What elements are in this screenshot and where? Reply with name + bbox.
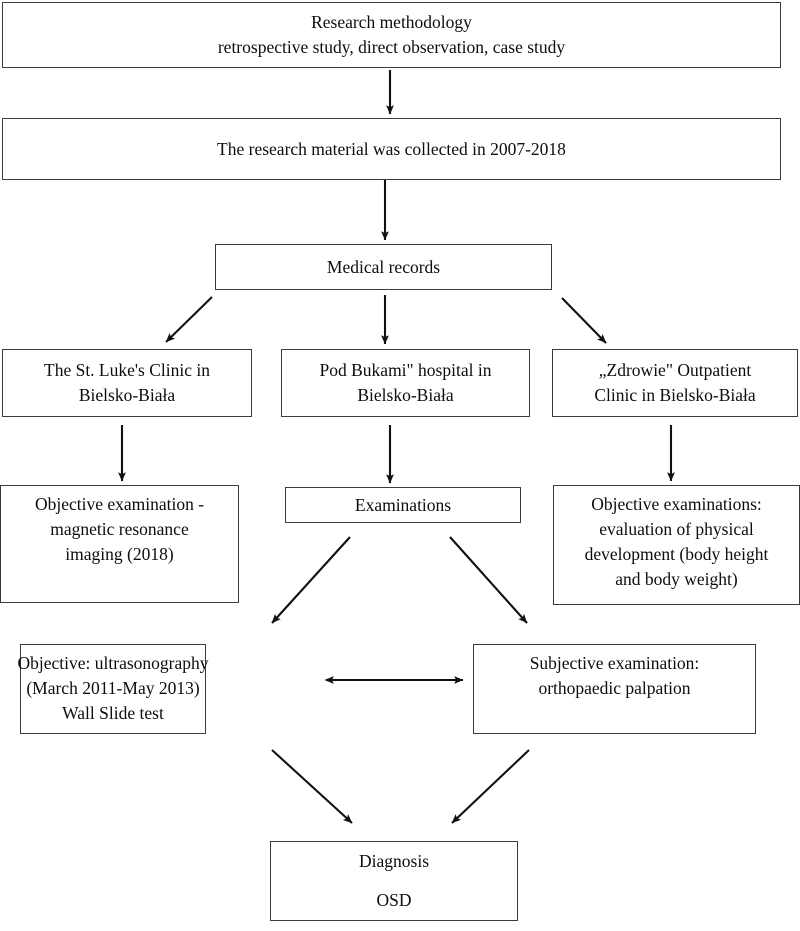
node-objective-usg[interactable]: Objective: ultrasonography (March 2011-M… (17, 644, 209, 734)
node-clinic-pod-bukami-line-1: Pod Bukami" hospital in (319, 360, 492, 381)
node-research-methodology[interactable]: Research methodology retrospective study… (2, 2, 781, 68)
edge-examinations-to-usg (271, 536, 351, 624)
node-clinic-zdrowie-line-2: Clinic in Bielsko-Biała (594, 385, 756, 405)
node-objective-physical-line-2: evaluation of physical (599, 518, 754, 539)
node-clinic-luke[interactable]: The St. Luke's Clinic in Bielsko-Biała (2, 349, 252, 417)
node-clinic-zdrowie-line-1: „Zdrowie" Outpatient (598, 360, 752, 381)
node-objective-physical-line-3: development (body height (584, 543, 769, 564)
edge-usg-to-diagnosis (271, 749, 353, 824)
edge-examinations-to-subjective (449, 536, 528, 624)
node-examinations[interactable]: Examinations (285, 487, 521, 523)
node-research-material-line-1: The research material was collected in 2… (217, 138, 566, 159)
node-clinic-pod-bukami[interactable]: Pod Bukami" hospital in Bielsko-Biała (281, 349, 530, 417)
node-clinic-zdrowie[interactable]: „Zdrowie" Outpatient Clinic in Bielsko-B… (552, 349, 798, 417)
node-subjective-exam-line-1: Subjective examination: (529, 653, 700, 673)
node-diagnosis-line-2: OSD (376, 890, 412, 910)
node-clinic-luke-line-2: Bielsko-Biała (78, 385, 176, 405)
node-objective-usg-line-2: (March 2011-May 2013) (26, 677, 200, 698)
node-subjective-exam-line-2: orthopaedic palpation (538, 677, 691, 698)
node-examinations-line-1: Examinations (354, 494, 452, 515)
edge-records-to-luke (165, 296, 213, 343)
edge-subjective-to-diagnosis (451, 749, 530, 824)
node-research-methodology-line-1: Research methodology (311, 12, 472, 33)
node-objective-mri-line-3: imaging (2018) (65, 543, 174, 564)
node-research-methodology-line-2: retrospective study, direct observation,… (217, 37, 566, 57)
node-medical-records-line-1: Medical records (326, 256, 441, 277)
node-objective-mri-line-2: magnetic resonance (50, 518, 189, 539)
node-objective-usg-line-3: Wall Slide test (62, 702, 164, 723)
node-objective-physical-line-1: Objective examinations: (591, 494, 762, 514)
node-objective-mri[interactable]: Objective examination - magnetic resonan… (0, 485, 239, 603)
node-clinic-pod-bukami-line-2: Bielsko-Biała (357, 385, 454, 405)
node-diagnosis-line-1: Diagnosis (359, 851, 429, 872)
node-objective-physical-line-4: and body weight) (615, 568, 738, 589)
node-research-material[interactable]: The research material was collected in 2… (2, 118, 781, 180)
edge-records-to-zdrowie (561, 297, 607, 344)
node-objective-usg-line-1: Objective: ultrasonography (17, 653, 209, 673)
node-medical-records[interactable]: Medical records (215, 244, 552, 290)
node-diagnosis[interactable]: Diagnosis OSD (270, 841, 518, 921)
node-clinic-luke-line-1: The St. Luke's Clinic in (44, 360, 210, 381)
node-subjective-exam[interactable]: Subjective examination: orthopaedic palp… (473, 644, 756, 734)
node-objective-mri-line-1: Objective examination - (34, 494, 205, 514)
node-objective-physical[interactable]: Objective examinations: evaluation of ph… (553, 485, 800, 605)
